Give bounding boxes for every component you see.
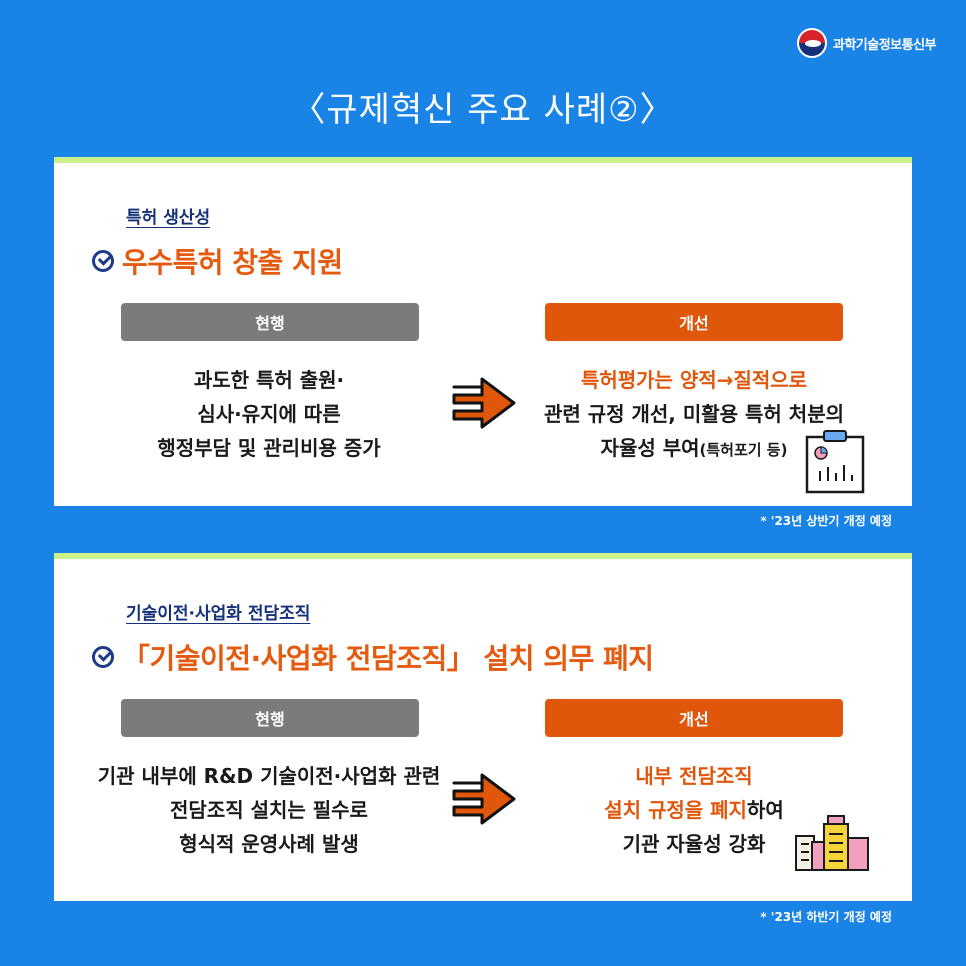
improve-label: 개선 bbox=[545, 699, 843, 737]
current-line: 전담조직 설치는 필수로 bbox=[170, 798, 368, 822]
case-headline-text: 「기술이전·사업화 전담조직」 설치 의무 폐지 bbox=[122, 642, 654, 675]
revision-note: * '23년 하반기 개정 예정 bbox=[760, 910, 892, 924]
case-headline-text: 우수특허 창출 지원 bbox=[122, 246, 343, 279]
current-line: 과도한 특허 출원· bbox=[193, 368, 345, 392]
right-arrow-icon bbox=[452, 773, 516, 825]
improve-description: 특허평가는 양적→질적으로 관련 규정 개선, 미활용 특허 처분의 자율성 부… bbox=[509, 363, 879, 467]
case-panel-patent: 특허 생산성 우수특허 창출 지원 현행 개선 과도한 특허 출원· 심사·유지… bbox=[54, 157, 912, 506]
current-line: 행정부담 및 관리비용 증가 bbox=[157, 436, 381, 460]
case-panel-tech-transfer: 기술이전·사업화 전담조직 「기술이전·사업화 전담조직」 설치 의무 폐지 현… bbox=[54, 553, 912, 901]
check-circle-icon bbox=[92, 646, 114, 668]
ministry-name: 과학기술정보통신부 bbox=[832, 37, 937, 53]
improve-highlight: 특허평가는 양적→질적으로 bbox=[580, 368, 808, 392]
improve-description: 내부 전담조직 설치 규정을 폐지하여 기관 자율성 강화 bbox=[509, 759, 879, 861]
improve-line: 자율성 부여(특허포기 등) bbox=[509, 431, 879, 467]
current-label: 현행 bbox=[121, 699, 419, 737]
current-label: 현행 bbox=[121, 303, 419, 341]
current-description: 과도한 특허 출원· 심사·유지에 따른 행정부담 및 관리비용 증가 bbox=[74, 363, 464, 465]
current-line: 형식적 운영사례 발생 bbox=[179, 832, 359, 856]
check-circle-icon bbox=[92, 250, 114, 272]
current-line: 기관 내부에 R&D 기술이전·사업화 관련 bbox=[97, 764, 441, 788]
case-category: 특허 생산성 bbox=[126, 208, 211, 228]
page-title: 〈규제혁신 주요 사례②〉 bbox=[291, 90, 675, 130]
improve-line: 관련 규정 개선, 미활용 특허 처분의 bbox=[543, 402, 844, 426]
improve-line-main: 자율성 부여 bbox=[600, 436, 700, 460]
case-headline: 「기술이전·사업화 전담조직」 설치 의무 폐지 bbox=[92, 637, 654, 677]
taegeuk-logo-icon bbox=[796, 28, 827, 58]
ministry-logo: 과학기술정보통신부 bbox=[796, 28, 937, 58]
clipboard-chart-icon bbox=[805, 430, 865, 494]
improve-line-small: (특허포기 등) bbox=[699, 441, 788, 459]
improve-label: 개선 bbox=[545, 303, 843, 341]
improve-line-highlight: 내부 전담조직 bbox=[635, 764, 753, 788]
improve-highlight: 설치 규정을 폐지 bbox=[604, 798, 747, 822]
improve-line-rest: 하여 bbox=[746, 798, 784, 822]
building-icon bbox=[795, 815, 869, 871]
current-line: 심사·유지에 따른 bbox=[197, 402, 341, 426]
improve-line: 기관 자율성 강화 bbox=[622, 832, 766, 856]
case-category: 기술이전·사업화 전담조직 bbox=[126, 604, 311, 624]
improve-line: 설치 규정을 폐지하여 bbox=[509, 793, 879, 827]
revision-note: * '23년 상반기 개정 예정 bbox=[760, 514, 892, 528]
case-headline: 우수특허 창출 지원 bbox=[92, 241, 343, 281]
current-description: 기관 내부에 R&D 기술이전·사업화 관련 전담조직 설치는 필수로 형식적 … bbox=[74, 759, 464, 861]
right-arrow-icon bbox=[452, 377, 516, 429]
